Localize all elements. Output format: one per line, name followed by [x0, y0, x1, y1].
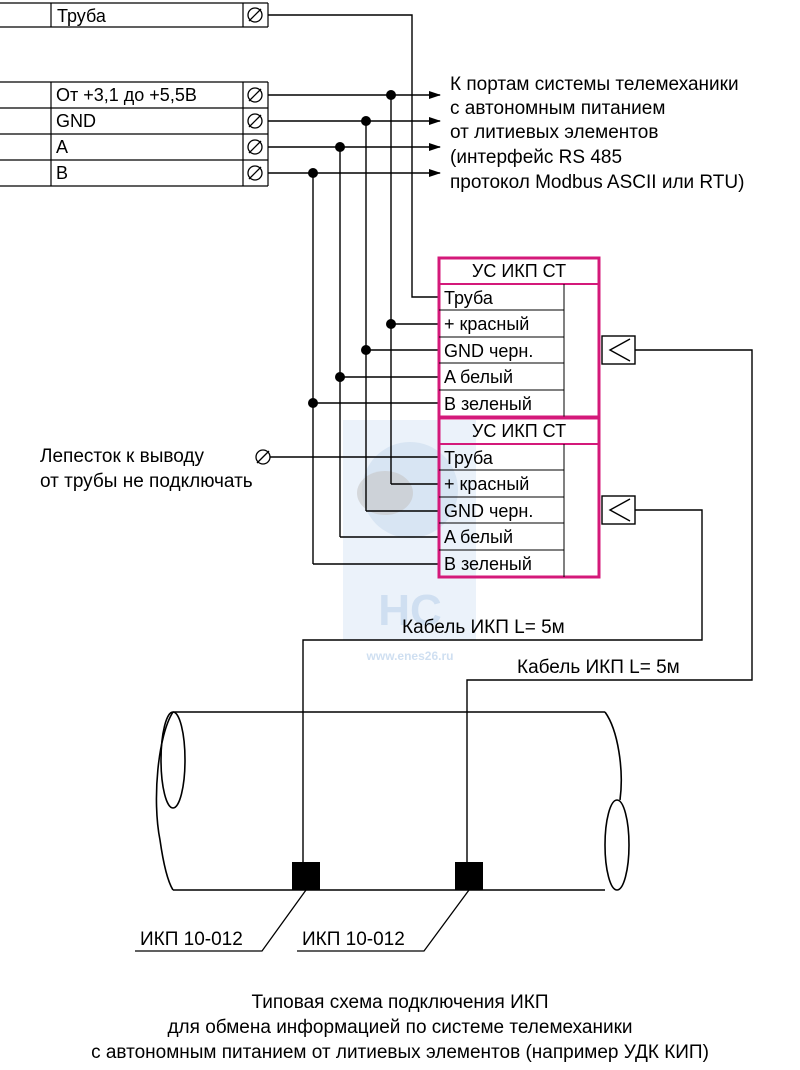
caption-line: для обмена информацией по системе телеме…	[167, 1017, 632, 1038]
device-1-row: A белый	[444, 367, 513, 387]
device-1-row: + красный	[444, 314, 529, 334]
caption-line: Типовая схема подключения ИКП	[251, 992, 548, 1013]
watermark-text: www.enes26.ru	[366, 649, 454, 663]
terminal-block: От +3,1 до +5,5В GND A B	[0, 81, 269, 187]
ports-note-line: от литиевых элементов	[450, 122, 658, 143]
sensor-2-block	[455, 862, 483, 890]
ports-note: К портам системы телемеханики с автономн…	[450, 74, 744, 193]
petal-note-line: от трубы не подключать	[40, 471, 253, 492]
device-2-row: + красный	[444, 474, 529, 494]
connector-icon	[601, 495, 636, 525]
svg-text:НС: НС	[378, 586, 442, 635]
terminal-row-gnd: GND	[56, 111, 96, 131]
petal-note: Лепесток к выводу от трубы не подключать	[40, 446, 271, 492]
cable-1-label: Кабель ИКП L= 5м	[402, 617, 565, 638]
device-2-row: B зеленый	[444, 554, 532, 574]
cable-2-label: Кабель ИКП L= 5м	[517, 657, 680, 678]
petal-note-line: Лепесток к выводу	[40, 446, 204, 467]
terminal-row-a: A	[56, 137, 68, 157]
ports-note-line: с автономным питанием	[450, 98, 665, 119]
terminal-screw-icon	[247, 113, 263, 129]
device-2-title: УС ИКП СТ	[472, 421, 566, 441]
caption-line: с автономным питанием от литиевых элемен…	[91, 1042, 709, 1063]
device-1-row: Труба	[444, 288, 494, 308]
pipe	[155, 711, 630, 891]
terminal-top-label: Труба	[57, 6, 107, 26]
device-2-row: A белый	[444, 527, 513, 547]
connector-icon	[601, 335, 636, 365]
petal-terminal-icon	[255, 449, 271, 465]
device-2-row: Труба	[444, 448, 494, 468]
terminal-row-b: B	[56, 163, 68, 183]
ports-note-line: К портам системы телемеханики	[450, 74, 739, 95]
sensor-2-label: ИКП 10-012	[302, 929, 405, 950]
device-1-title: УС ИКП СТ	[472, 261, 566, 281]
junction-dots	[308, 90, 396, 408]
terminal-block-top: Труба	[0, 2, 269, 28]
device-1-row: B зеленый	[444, 394, 532, 414]
wires	[268, 14, 753, 862]
terminal-screw-icon	[247, 7, 263, 23]
terminal-row-power: От +3,1 до +5,5В	[56, 85, 197, 105]
terminal-screw-icon	[247, 139, 263, 155]
caption: Типовая схема подключения ИКП для обмена…	[91, 992, 709, 1063]
sensor-1-label: ИКП 10-012	[140, 929, 243, 950]
terminal-screw-icon	[247, 165, 263, 181]
ports-note-line: (интерфейс RS 485	[450, 147, 622, 168]
sensor-leaders	[135, 889, 470, 952]
ports-note-line: протокол Modbus ASCII или RTU)	[450, 172, 744, 193]
device-2: УС ИКП СТ Труба + красный GND черн. A бе…	[437, 416, 636, 579]
device-1-row: GND черн.	[444, 341, 533, 361]
terminal-screw-icon	[247, 87, 263, 103]
device-1: УС ИКП СТ Труба + красный GND черн. A бе…	[437, 256, 636, 419]
device-2-row: GND черн.	[444, 501, 533, 521]
sensor-1-block	[292, 862, 320, 890]
